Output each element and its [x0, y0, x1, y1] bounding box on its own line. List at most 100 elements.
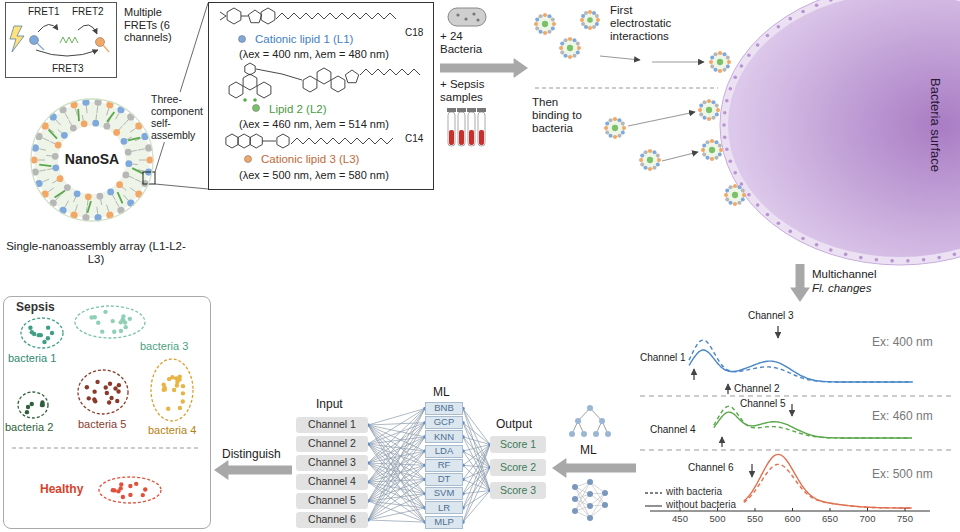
cluster-dots — [112, 330, 116, 334]
network-connection — [463, 409, 490, 491]
network-connection — [463, 468, 490, 508]
node-text: Score 3 — [500, 485, 536, 497]
network-connection — [463, 480, 490, 491]
bacterium — [725, 147, 729, 151]
vesicle-bilayer — [55, 191, 65, 198]
node-text: Channel 6 — [308, 514, 356, 526]
lipid-2-structure — [317, 68, 331, 84]
binding-scheme — [580, 18, 584, 22]
vesicle-bilayer — [61, 132, 68, 139]
vesicle-bilayer — [65, 113, 69, 119]
bacterium — [859, 256, 863, 260]
binding-scheme — [600, 56, 640, 60]
lipid-3-structure — [291, 138, 393, 144]
network-connection — [368, 480, 425, 521]
cluster-ellipse: bacteria 1 — [20, 317, 64, 349]
binding-scheme — [703, 141, 721, 159]
spectra-chart — [640, 326, 955, 511]
cluster-dots — [118, 486, 122, 490]
binding-scheme — [741, 189, 745, 193]
bacterium — [722, 123, 726, 127]
cluster-dots — [141, 493, 145, 497]
binding-scheme — [618, 118, 622, 122]
binding-scheme — [726, 65, 730, 69]
binding-scheme — [710, 157, 714, 161]
cluster-dots — [120, 318, 124, 322]
binding-scheme — [718, 153, 722, 157]
vesicle-bilayer — [82, 115, 83, 121]
binding-scheme — [622, 126, 626, 130]
vesicle-bilayer — [50, 141, 55, 143]
binding-scheme — [535, 18, 539, 22]
binding-scheme — [613, 117, 617, 121]
binding-scheme — [568, 55, 572, 59]
spectra-chart — [777, 326, 778, 338]
channel-label: Channel 6 — [688, 462, 734, 474]
sample-icons — [456, 13, 459, 16]
cluster-dots — [28, 326, 32, 330]
bacterium — [801, 237, 805, 241]
binding-scheme — [726, 56, 730, 60]
binding-scheme — [719, 148, 723, 152]
ml-icons — [552, 458, 636, 478]
binding-scheme — [644, 166, 648, 170]
binding-scheme — [644, 150, 648, 154]
vesicle-bilayer — [125, 160, 132, 167]
bacterium — [723, 111, 727, 115]
cluster-dots — [109, 396, 113, 400]
binding-scheme — [640, 163, 644, 167]
binding-scheme — [707, 117, 711, 121]
binding-scheme — [595, 14, 599, 18]
vesicle-bilayer — [132, 168, 143, 173]
cluster-dots — [115, 399, 119, 403]
vesicle-bilayer — [87, 201, 90, 213]
cluster-dots — [178, 406, 182, 410]
input-channel-box: Channel 1 — [296, 417, 368, 433]
axis-tick-label: 450 — [672, 514, 688, 525]
binding-scheme — [564, 54, 568, 58]
binding-scheme — [729, 201, 733, 205]
binding-scheme — [647, 157, 653, 163]
binding-scheme — [595, 22, 599, 26]
binding-scheme — [652, 61, 704, 62]
cluster-dots — [96, 321, 100, 325]
binding-scheme — [712, 100, 716, 104]
binding-scheme — [561, 39, 579, 57]
ml-icons — [602, 490, 608, 496]
vesicle-bilayer — [122, 187, 126, 191]
vesicle-bilayer — [74, 190, 81, 197]
channel-label: Channel 4 — [650, 424, 696, 436]
binding-scheme — [552, 22, 556, 26]
binding-scheme — [592, 11, 596, 15]
cluster-dots — [30, 402, 34, 406]
sample-icons — [472, 12, 475, 15]
cluster-dots — [111, 319, 115, 323]
binding-scheme — [648, 167, 652, 171]
cluster-dots — [92, 397, 96, 401]
ml-icons — [575, 418, 581, 424]
binding-scheme — [653, 166, 657, 170]
vesicle-bilayer — [96, 207, 98, 214]
node-text: Score 1 — [500, 439, 536, 451]
cluster-dots — [92, 389, 96, 393]
vesicle-bilayer — [87, 200, 89, 206]
node-text: (λex = 400 nm, λem = 480 nm) — [239, 48, 389, 61]
lipid-2-structure — [253, 98, 257, 102]
ml-icons — [599, 418, 605, 424]
vesicle-bilayer — [57, 175, 64, 182]
vesicle-bilayer — [96, 106, 98, 113]
node-text: Cationic lipid 1 (L1) — [255, 33, 353, 46]
bacterium — [777, 25, 781, 29]
vesicle-bilayer — [95, 114, 97, 120]
lipid-2-structure — [360, 69, 420, 75]
binding-scheme — [539, 30, 543, 34]
binding-scheme — [584, 11, 588, 15]
vesicle-bilayer — [119, 126, 123, 130]
binding-scheme — [703, 116, 707, 120]
vesicle-bilayer — [49, 130, 57, 139]
ellipse-outline — [99, 477, 161, 503]
bacterium — [815, 3, 819, 7]
binding-scheme — [584, 25, 588, 29]
binding-scheme — [699, 104, 703, 108]
binding-scheme — [534, 10, 810, 302]
